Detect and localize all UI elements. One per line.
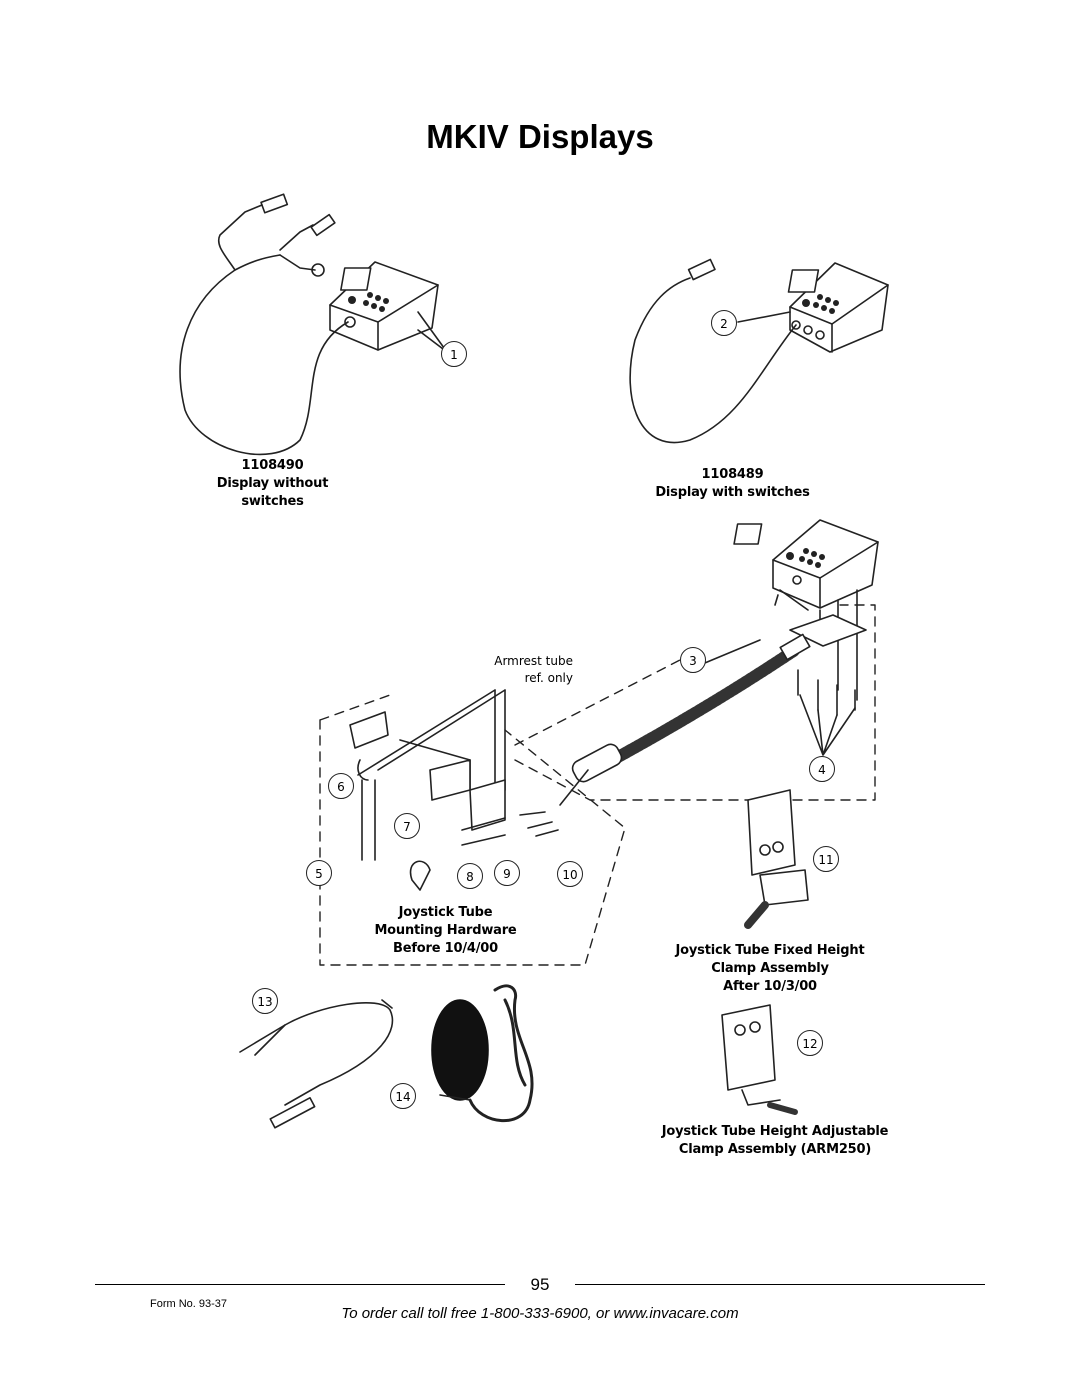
caption-line: Before 10/4/00 — [393, 941, 498, 956]
footer-rule-left — [95, 1284, 505, 1285]
caption-display-with-switches: 1108489 Display with switches — [645, 466, 820, 502]
callout-9: 9 — [494, 860, 520, 886]
caption-line: Display with switches — [655, 485, 810, 500]
caption-line: switches — [241, 494, 304, 509]
caption-line: Joystick Tube Fixed Height — [675, 943, 865, 958]
callout-11: 11 — [813, 846, 839, 872]
mounting-hardware-drawing — [349, 689, 559, 891]
page-title: MKIV Displays — [426, 118, 654, 155]
display-without-switches-drawing — [179, 193, 448, 456]
display-with-switches-drawing — [629, 258, 889, 444]
callout-2: 2 — [711, 310, 737, 336]
form-number: Form No. 93-37 — [150, 1298, 228, 1310]
caption-line: Joystick Tube Height Adjustable — [661, 1124, 889, 1139]
adjustable-clamp-drawing — [721, 1004, 798, 1115]
egg-switch-drawing — [431, 984, 534, 1123]
caption-line: Clamp Assembly (ARM250) — [678, 1142, 872, 1157]
order-info-line: To order call toll free 1-800-333-6900, … — [341, 1305, 739, 1322]
caption-fixed-height-clamp: Joystick Tube Fixed Height Clamp Assembl… — [670, 942, 870, 996]
armrest-note: Armrest tube ref. only — [478, 653, 573, 687]
callout-8: 8 — [457, 863, 483, 889]
armrest-note-line-1: Armrest tube — [494, 654, 573, 668]
part-number-1108490: 1108490 — [241, 458, 304, 473]
armrest-note-line-2: ref. only — [524, 671, 573, 685]
caption-line: Display without — [216, 476, 329, 491]
callout-7: 7 — [394, 813, 420, 839]
cable-drawing — [239, 999, 394, 1129]
caption-display-without-switches: 1108490 Display without switches — [200, 457, 345, 511]
callout-4: 4 — [809, 756, 835, 782]
callout-14: 14 — [390, 1083, 416, 1109]
callout-10: 10 — [557, 861, 583, 887]
page-number: 95 — [530, 1275, 550, 1294]
caption-line: After 10/3/00 — [723, 979, 817, 994]
caption-line: Mounting Hardware — [374, 923, 517, 938]
callout-12: 12 — [797, 1030, 823, 1056]
gooseneck-display-drawing — [571, 519, 879, 783]
callout-13: 13 — [252, 988, 278, 1014]
callout-1: 1 — [441, 341, 467, 367]
callout-3: 3 — [680, 647, 706, 673]
caption-adjustable-clamp: Joystick Tube Height Adjustable Clamp As… — [655, 1123, 895, 1159]
callout-5: 5 — [306, 860, 332, 886]
caption-mounting-hardware: Joystick Tube Mounting Hardware Before 1… — [363, 904, 528, 958]
part-number-1108489: 1108489 — [701, 467, 764, 482]
fixed-height-clamp-drawing — [744, 789, 809, 929]
caption-line: Clamp Assembly — [711, 961, 829, 976]
callout-6: 6 — [328, 773, 354, 799]
caption-line: Joystick Tube — [398, 905, 493, 920]
footer-rule-right — [575, 1284, 985, 1285]
